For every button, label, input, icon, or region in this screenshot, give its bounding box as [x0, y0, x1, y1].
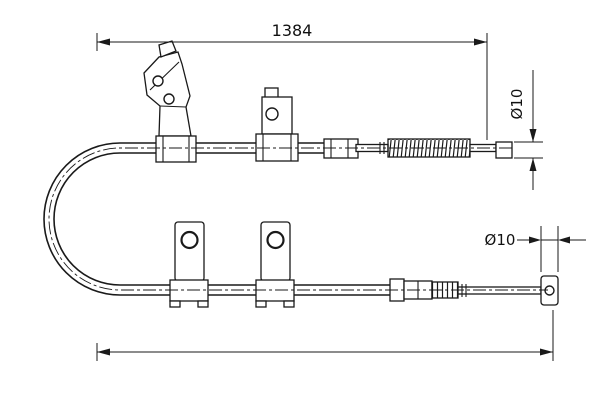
- lower-left-foot-b: [197, 300, 209, 308]
- front-bracket-hole-upper: [152, 75, 164, 87]
- bottom-dim-arrow-right: [540, 348, 553, 356]
- lower-right-foot-a: [255, 300, 267, 308]
- lower-left-clamp-band: [169, 279, 209, 302]
- cable-outer-edge: [43, 142, 415, 296]
- top-dim-arrow-right: [474, 38, 487, 46]
- lower-dia-arrow-right: [558, 236, 570, 244]
- dimension-bottom: [96, 310, 554, 361]
- mid-bracket-clamp-band: [255, 133, 299, 162]
- dimension-upper-diameter: Ø10: [508, 70, 543, 190]
- dimension-overall-length: 1384: [96, 21, 488, 140]
- lower-right-hole: [266, 230, 285, 250]
- lower-right-foot-b: [283, 300, 295, 308]
- upper-mid-bracket: [255, 87, 299, 162]
- cable-centerline: [48, 147, 548, 291]
- lower-left-hole: [180, 230, 199, 250]
- dimension-lower-diameter: Ø10: [485, 226, 586, 272]
- lower-left-plate: [174, 221, 205, 282]
- lower-rod: [457, 286, 542, 295]
- front-bracket-clamp-band: [155, 135, 197, 163]
- top-dim-arrow-left: [97, 38, 110, 46]
- upper-end-fitting: [495, 141, 513, 159]
- overall-length-label: 1384: [272, 21, 313, 40]
- lower-end-fitting-hole: [544, 285, 555, 296]
- upper-dia-arrow-down: [529, 129, 537, 142]
- front-bracket-fold-line: [159, 105, 187, 108]
- cable-inner-edge: [53, 152, 415, 286]
- lower-diameter-label: Ø10: [485, 231, 516, 249]
- adjuster-body: [323, 138, 359, 159]
- lower-left-foot-a: [169, 300, 181, 308]
- front-bracket-tab: [158, 40, 177, 58]
- bottom-dim-arrow-left: [97, 348, 110, 356]
- upper-front-bracket: [143, 40, 197, 163]
- lower-dia-arrow-left: [529, 236, 541, 244]
- cable-outline: [43, 142, 415, 296]
- lower-adjuster-and-rod: [389, 275, 559, 306]
- upper-rod-and-spring: [355, 138, 513, 159]
- lower-bracket-left: [169, 221, 209, 308]
- lower-bracket-right: [255, 221, 295, 308]
- mid-bracket-hole: [265, 107, 279, 121]
- upper-adjuster-fitting: [323, 138, 359, 159]
- lower-right-clamp-band: [255, 279, 295, 302]
- lower-right-plate: [260, 221, 291, 282]
- upper-dia-arrow-up: [529, 158, 537, 171]
- front-bracket-hole-lower: [163, 93, 175, 105]
- upper-diameter-label: Ø10: [508, 89, 526, 120]
